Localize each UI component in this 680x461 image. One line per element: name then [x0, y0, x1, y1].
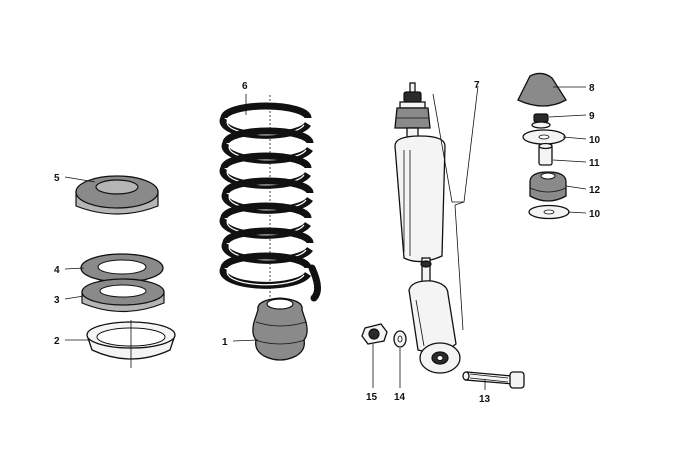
callout-10-upper: 10 — [589, 135, 601, 146]
part-3-rubber-ring — [81, 278, 165, 313]
part-10-washer-upper — [522, 129, 566, 145]
spring-coil-back — [220, 252, 312, 269]
leader-lines — [64, 86, 587, 390]
spring-coil-front — [219, 266, 311, 289]
part-4-washer — [80, 253, 164, 283]
spring-coil-highlight — [226, 269, 305, 286]
spring-coil-back — [220, 152, 312, 169]
callout-10-lower: 10 — [589, 209, 601, 220]
part-5-spring-pad — [75, 175, 159, 215]
part-15-nut — [361, 323, 388, 345]
callout-4: 4 — [54, 265, 60, 276]
callout-15: 15 — [366, 392, 378, 403]
part-6-coil-spring — [219, 95, 321, 302]
callout-2: 2 — [54, 336, 60, 347]
callout-12: 12 — [589, 185, 601, 196]
callout-1: 1 — [222, 337, 228, 348]
part-14-washer — [393, 330, 407, 348]
callout-5: 5 — [54, 173, 60, 184]
spring-coil-back — [222, 227, 314, 244]
callout-13: 13 — [479, 394, 491, 405]
callout-9: 9 — [589, 111, 595, 122]
part-13-bolt — [462, 371, 525, 389]
part-12-rubber-bush — [529, 171, 567, 202]
callout-7: 7 — [474, 80, 480, 91]
part-7-shock-absorber — [394, 82, 461, 374]
callout-8: 8 — [589, 83, 595, 94]
callout-6: 6 — [242, 81, 248, 92]
callout-14: 14 — [394, 392, 406, 403]
callout-3: 3 — [54, 295, 60, 306]
spring-coil-back — [222, 127, 314, 144]
callout-11: 11 — [589, 158, 600, 169]
part-1-bump-stop — [252, 297, 308, 361]
part-9-nut — [531, 113, 551, 129]
spring-coil-back — [220, 102, 312, 119]
part-10-washer-lower — [528, 204, 570, 220]
part-11-sleeve — [538, 142, 553, 166]
spring-coil-back — [222, 177, 314, 194]
part-2-spring-cup — [86, 320, 176, 368]
part-8-cap — [517, 72, 567, 107]
spring-coil-back — [220, 202, 312, 219]
